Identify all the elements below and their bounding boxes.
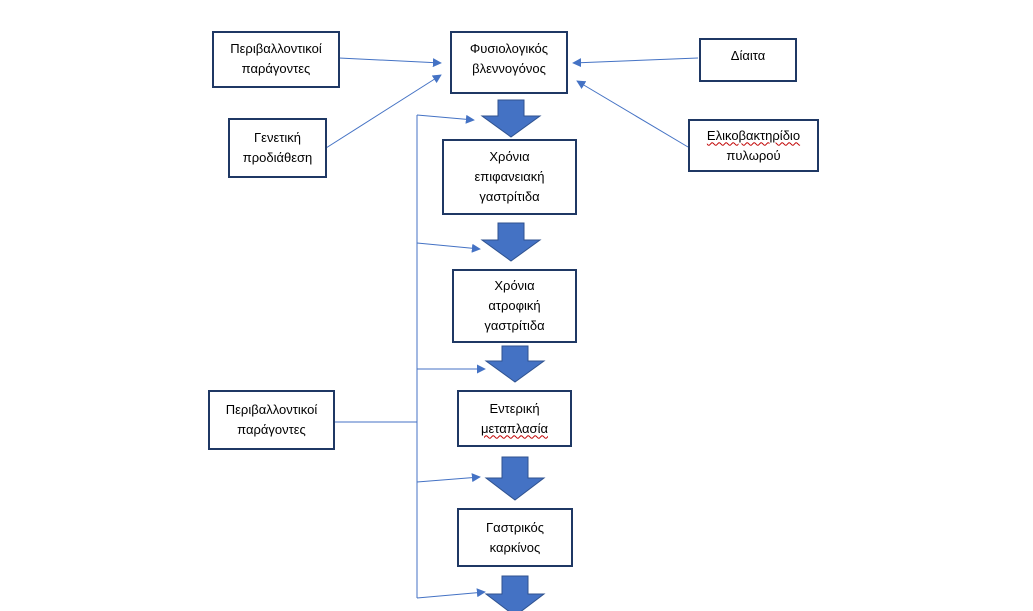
env-branch-5 [416,588,486,599]
block-arrow-3 [484,345,546,383]
env-branch-4 [416,473,481,483]
arrow-env-to-mucosa [338,57,442,68]
arrow-diet-to-mucosa [572,57,699,68]
block-arrow-4 [484,456,546,501]
block-arrow-1 [480,99,542,138]
env-branch-2 [416,242,481,253]
arrow-helicobacter-to-mucosa [576,80,689,148]
box-diet: Δίαιτα [699,38,797,82]
block-arrow-2 [480,222,542,262]
arrow-genetic-to-mucosa [325,74,442,149]
block-arrow-5 [484,575,546,611]
env-branch-1 [416,114,475,124]
